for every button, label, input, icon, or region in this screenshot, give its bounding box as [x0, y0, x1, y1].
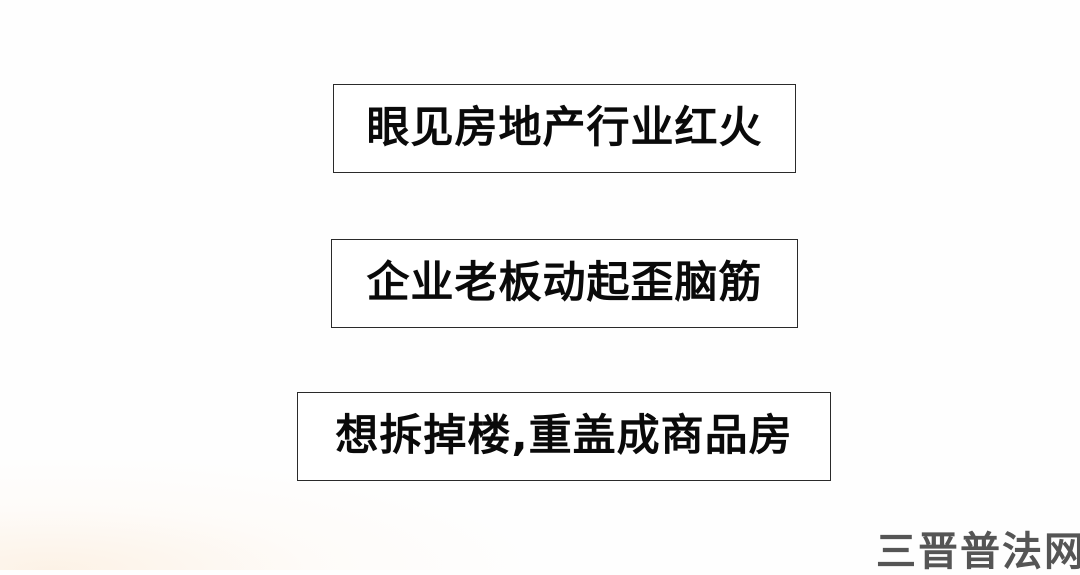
caption-box-1: 眼见房地产行业红火: [333, 84, 796, 173]
caption-text-3: 想拆掉楼,重盖成商品房: [335, 411, 793, 461]
caption-text-2: 企业老板动起歪脑筋: [366, 258, 763, 308]
caption-text-1: 眼见房地产行业红火: [366, 103, 763, 153]
watermark-logo-text: 三晋普法网: [876, 529, 1080, 575]
caption-box-3: 想拆掉楼,重盖成商品房: [297, 392, 831, 481]
caption-box-2: 企业老板动起歪脑筋: [331, 239, 798, 328]
